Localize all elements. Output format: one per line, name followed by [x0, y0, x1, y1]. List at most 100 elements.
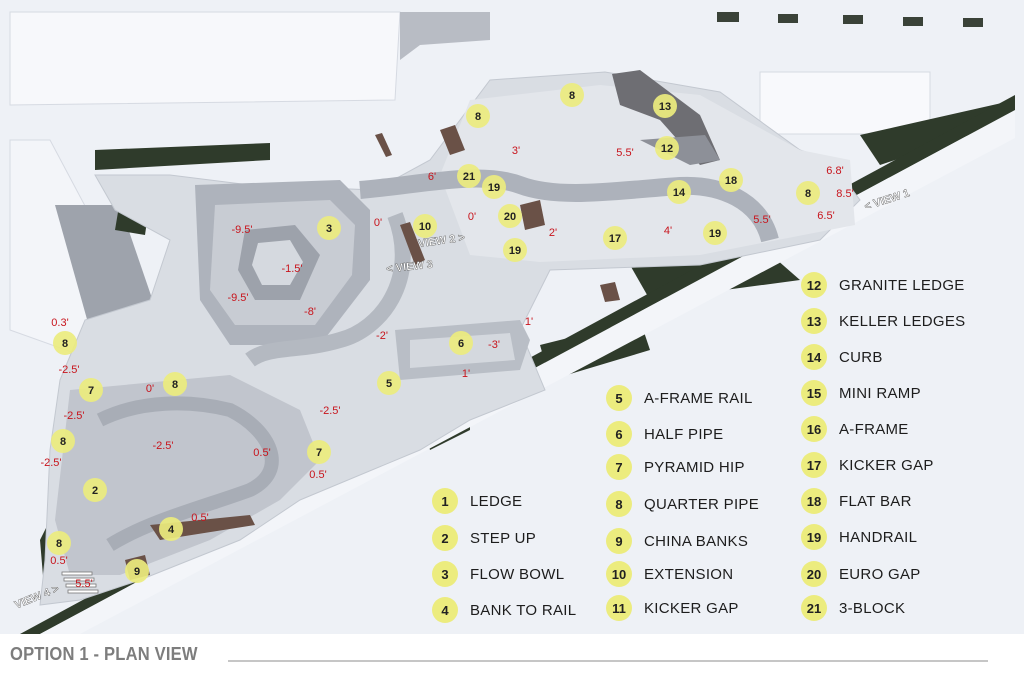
legend-number-marker: 20: [801, 561, 827, 587]
elevation-label: -2.5': [152, 440, 173, 452]
marker-number: 18: [725, 175, 737, 187]
elevation-label: -1.5': [281, 263, 302, 275]
legend-number-marker: 19: [801, 524, 827, 550]
feature-marker: 19: [703, 221, 727, 245]
marker-number: 8: [62, 338, 68, 350]
building-roof: [759, 71, 931, 135]
legend-label: FLOW BOWL: [470, 565, 565, 583]
elevation-label: 1': [462, 368, 470, 380]
feature-marker: 19: [482, 175, 506, 199]
feature-marker: 8: [163, 372, 187, 396]
feature-marker: 7: [307, 440, 331, 464]
feature-marker: 7: [79, 378, 103, 402]
legend-number-marker: 13: [801, 308, 827, 334]
feature-marker: 5: [377, 371, 401, 395]
feature-marker: 8: [560, 83, 584, 107]
legend-number-marker: 8: [606, 491, 632, 517]
marker-circle: [307, 440, 331, 464]
legend-label: 3-BLOCK: [839, 599, 906, 617]
marker-number: 8: [60, 436, 66, 448]
legend-number-marker: 5: [606, 385, 632, 411]
feature-marker: 8: [47, 531, 71, 555]
marker-number: 3: [326, 223, 332, 235]
marker-number: 17: [609, 233, 621, 245]
marker-number: 2: [92, 485, 98, 497]
legend-number-marker: 4: [432, 597, 458, 623]
marker-circle: [719, 168, 743, 192]
legend-number-marker: 7: [606, 454, 632, 480]
parking-marks: [717, 12, 983, 27]
feature-marker: 8: [53, 331, 77, 355]
marker-circle: [377, 371, 401, 395]
feature-marker: 13: [653, 94, 677, 118]
marker-circle: [79, 378, 103, 402]
legend-number-marker: 11: [606, 595, 632, 621]
marker-circle: [667, 180, 691, 204]
marker-number: 19: [509, 245, 521, 257]
marker-number: 7: [88, 385, 94, 397]
feature-marker: 6: [449, 331, 473, 355]
legend-item: 10 EXTENSION: [606, 561, 733, 587]
legend-item: 12 GRANITE LEDGE: [801, 272, 965, 298]
feature-marker: 18: [719, 168, 743, 192]
elevation-label: 3': [512, 145, 520, 157]
marker-number: 20: [504, 211, 516, 223]
elevation-label: 0': [374, 217, 382, 229]
view-label: < VIEW 3: [386, 259, 434, 276]
legend-label: KELLER LEDGES: [839, 312, 966, 330]
marker-circle: [413, 214, 437, 238]
legend-number-marker: 14: [801, 344, 827, 370]
marker-number: 8: [475, 111, 481, 123]
feature-marker: 8: [796, 181, 820, 205]
marker-circle: [163, 372, 187, 396]
feature-marker: 10: [413, 214, 437, 238]
legend-label: FLAT BAR: [839, 492, 912, 510]
elevation-label: -2.5': [319, 405, 340, 417]
elevation-label: 5.5': [616, 147, 633, 159]
marker-number: 8: [56, 538, 62, 550]
feature-marker: 3: [317, 216, 341, 240]
feature-marker: 8: [51, 429, 75, 453]
elevation-label: -3': [488, 339, 500, 351]
marker-number: 21: [463, 171, 475, 183]
marker-circle: [560, 83, 584, 107]
transition-channel: [245, 212, 411, 367]
legend-label: STEP UP: [470, 529, 537, 547]
feature-marker: 14: [667, 180, 691, 204]
elevation-label: 4': [664, 225, 672, 237]
marker-number: 5: [386, 378, 392, 390]
elevation-label: 1': [525, 316, 533, 328]
elevation-label: -2.5': [63, 410, 84, 422]
elevation-label: -2.5': [58, 364, 79, 376]
elevation-label: 0': [146, 383, 154, 395]
legend-number-marker: 17: [801, 452, 827, 478]
marker-number: 10: [419, 221, 431, 233]
feature-marker: 2: [83, 478, 107, 502]
legend-number-marker: 12: [801, 272, 827, 298]
legend-label: LEDGE: [470, 492, 523, 510]
marker-circle: [482, 175, 506, 199]
building-roof: [9, 11, 401, 106]
legend-label: EXTENSION: [644, 565, 734, 583]
elevation-label: 5.5': [753, 214, 770, 226]
legend-number-marker: 21: [801, 595, 827, 621]
marker-number: 8: [172, 379, 178, 391]
marker-circle: [317, 216, 341, 240]
elevation-label: 6': [428, 171, 436, 183]
feature-marker: 9: [125, 559, 149, 583]
elevation-label: -9.5': [231, 224, 252, 236]
lower-channel: [96, 396, 279, 551]
legend-number-marker: 10: [606, 561, 632, 587]
legend-label: HALF PIPE: [644, 425, 724, 443]
elevation-label: 0.3': [51, 317, 68, 329]
feature-marker: 17: [603, 226, 627, 250]
legend-label: GRANITE LEDGE: [839, 276, 965, 294]
